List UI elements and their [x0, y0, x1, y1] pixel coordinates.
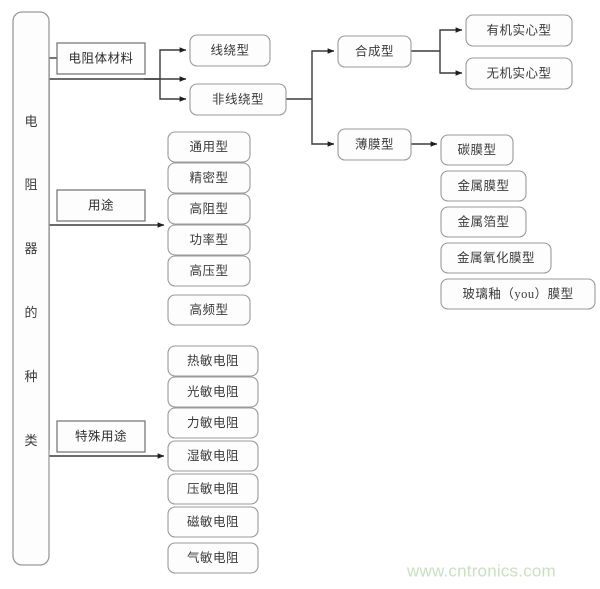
magneto-sensitive-label: 磁敏电阻 [187, 514, 239, 529]
node-photoresistor[interactable]: 光敏电阻 [167, 376, 259, 408]
node-metal-oxide-film[interactable]: 金属氧化膜型 [440, 242, 552, 274]
synthetic-box[interactable] [337, 35, 412, 68]
node-thermistor[interactable]: 热敏电阻 [167, 345, 259, 377]
wirewound-label: 线绕型 [210, 43, 249, 57]
gas-sensitive-box[interactable] [167, 542, 259, 574]
node-root[interactable]: 电 阻 器 的 种 类 [12, 11, 50, 566]
metal-film-label: 金属膜型 [457, 178, 509, 193]
force-sensitive-box[interactable] [167, 407, 259, 439]
film-label: 薄膜型 [355, 136, 394, 151]
node-gas-sensitive[interactable]: 气敏电阻 [167, 542, 259, 574]
node-high-resistance[interactable]: 高阻型 [167, 193, 251, 225]
node-metal-film[interactable]: 金属膜型 [440, 170, 527, 202]
thermistor-label: 热敏电阻 [187, 353, 239, 368]
precision-box[interactable] [167, 162, 251, 194]
special-usage-box[interactable] [56, 420, 146, 453]
node-carbon-film[interactable]: 碳膜型 [440, 134, 514, 166]
node-precision[interactable]: 精密型 [167, 162, 251, 194]
gas-sensitive-label: 气敏电阻 [187, 550, 239, 565]
voltage-sensitive-label: 压敏电阻 [187, 481, 239, 496]
connector-synthetic-to-inorganic [439, 51, 463, 76]
precision-label: 精密型 [189, 170, 228, 185]
metal-film-box[interactable] [440, 170, 527, 202]
node-voltage-sensitive[interactable]: 压敏电阻 [167, 473, 259, 505]
power-label: 功率型 [189, 232, 228, 247]
high-voltage-box[interactable] [167, 255, 251, 287]
root-char-4: 种 [24, 369, 37, 384]
node-usage[interactable]: 用途 [56, 189, 146, 222]
metal-oxide-film-label: 金属氧化膜型 [457, 250, 535, 265]
glass-glaze-film-box[interactable] [440, 278, 596, 310]
connector-material-to-wirewound [159, 47, 187, 79]
node-humidity-sensitive[interactable]: 湿敏电阻 [167, 440, 259, 472]
node-organic-solid[interactable]: 有机实心型 [465, 14, 573, 47]
high-frequency-label: 高频型 [189, 302, 228, 317]
connector-synthetic-to-organic [439, 27, 463, 51]
usage-label: 用途 [88, 197, 114, 212]
node-wirewound[interactable]: 线绕型 [189, 34, 271, 67]
thermistor-box[interactable] [167, 345, 259, 377]
wirewound-box[interactable] [189, 34, 271, 67]
metal-foil-label: 金属箔型 [457, 214, 509, 229]
force-sensitive-label: 力敏电阻 [187, 415, 239, 430]
high-resistance-label: 高阻型 [189, 201, 228, 216]
connector-nonwirewound-to-synthetic [311, 48, 335, 99]
root-char-0: 电 [24, 114, 37, 129]
synthetic-label: 合成型 [355, 43, 394, 58]
humidity-sensitive-box[interactable] [167, 440, 259, 472]
organic-solid-label: 有机实心型 [486, 22, 551, 37]
watermark: www.cntronics.com [406, 561, 556, 580]
inorganic-solid-box[interactable] [465, 57, 573, 90]
power-box[interactable] [167, 224, 251, 256]
humidity-sensitive-label: 湿敏电阻 [187, 448, 239, 463]
node-force-sensitive[interactable]: 力敏电阻 [167, 407, 259, 439]
root-char-2: 器 [24, 241, 37, 256]
carbon-film-label: 碳膜型 [457, 143, 496, 157]
root-box[interactable] [12, 11, 50, 566]
root-char-1: 阻 [24, 177, 37, 192]
voltage-sensitive-box[interactable] [167, 473, 259, 505]
carbon-film-box[interactable] [440, 134, 514, 166]
high-voltage-label: 高压型 [189, 263, 228, 278]
node-magneto-sensitive[interactable]: 磁敏电阻 [167, 506, 259, 538]
non-wirewound-label: 非线绕型 [212, 92, 264, 106]
metal-foil-box[interactable] [440, 206, 527, 238]
film-box[interactable] [337, 128, 412, 161]
general-box[interactable] [167, 131, 251, 163]
magneto-sensitive-box[interactable] [167, 506, 259, 538]
metal-oxide-film-box[interactable] [440, 242, 552, 274]
photoresistor-box[interactable] [167, 376, 259, 408]
node-glass-glaze-film[interactable]: 玻璃釉（you）膜型 [440, 278, 596, 310]
connector-nonwirewound-to-film [311, 99, 335, 147]
high-frequency-box[interactable] [167, 294, 251, 326]
node-high-voltage[interactable]: 高压型 [167, 255, 251, 287]
non-wirewound-box[interactable] [189, 83, 287, 116]
root-char-5: 类 [24, 433, 37, 448]
material-box[interactable] [56, 42, 146, 75]
glass-glaze-film-label: 玻璃釉（you）膜型 [462, 286, 573, 301]
node-high-frequency[interactable]: 高频型 [167, 294, 251, 326]
node-general[interactable]: 通用型 [167, 131, 251, 163]
node-metal-foil[interactable]: 金属箔型 [440, 206, 527, 238]
organic-solid-box[interactable] [465, 14, 573, 47]
material-label: 电阻体材料 [68, 51, 133, 65]
photoresistor-label: 光敏电阻 [187, 384, 239, 399]
general-label: 通用型 [189, 140, 228, 154]
special-usage-label: 特殊用途 [75, 428, 127, 443]
root-char-3: 的 [24, 305, 37, 320]
connector-material-to-nonwirewound [159, 79, 187, 102]
node-material[interactable]: 电阻体材料 [56, 42, 146, 75]
high-resistance-box[interactable] [167, 193, 251, 225]
node-synthetic[interactable]: 合成型 [337, 35, 412, 68]
inorganic-solid-label: 无机实心型 [486, 65, 551, 80]
node-film[interactable]: 薄膜型 [337, 128, 412, 161]
node-inorganic-solid[interactable]: 无机实心型 [465, 57, 573, 90]
node-power[interactable]: 功率型 [167, 224, 251, 256]
usage-box[interactable] [56, 189, 146, 222]
node-non-wirewound[interactable]: 非线绕型 [189, 83, 287, 116]
node-special-usage[interactable]: 特殊用途 [56, 420, 146, 453]
